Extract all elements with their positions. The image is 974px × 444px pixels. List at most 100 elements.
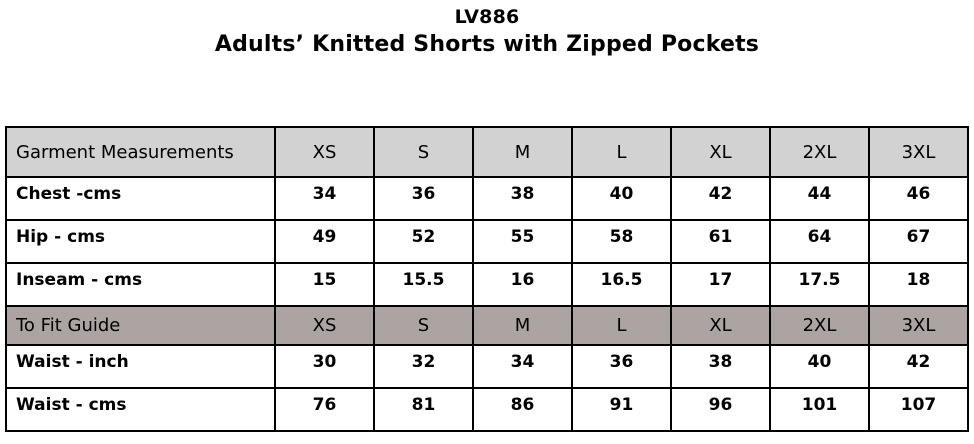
subheader-size-text: M [514, 315, 531, 336]
row-value-text: 15 [312, 270, 337, 290]
table-row: Inseam - cms 15 15.5 16 16.5 17 [5, 262, 969, 307]
row-value-cell: 16 [472, 262, 573, 307]
table-row: Waist - inch 30 32 34 36 38 40 [5, 344, 969, 389]
row-value-cell: 91 [571, 387, 672, 432]
row-label-cell: Waist - cms [5, 387, 276, 432]
row-label-text: Hip - cms [16, 227, 106, 247]
row-value-cell: 76 [274, 387, 375, 432]
row-value-text: 36 [411, 184, 436, 204]
row-label-text: Inseam - cms [16, 270, 143, 290]
row-value-cell: 30 [274, 344, 375, 389]
row-value-text: 86 [510, 395, 535, 415]
row-value-text: 40 [609, 184, 634, 204]
row-value-cell: 40 [769, 344, 870, 389]
row-value-text: 18 [906, 270, 931, 290]
row-value-cell: 96 [670, 387, 771, 432]
row-value-cell: 15.5 [373, 262, 474, 307]
row-label-text: Chest -cms [16, 184, 122, 204]
header-size-text: XL [709, 141, 732, 163]
row-label-text: Waist - inch [16, 352, 129, 372]
header-size-text: 3XL [901, 141, 936, 163]
row-value-text: 15.5 [402, 270, 445, 290]
table-row: Hip - cms 49 52 55 58 61 64 [5, 219, 969, 264]
row-value-cell: 40 [571, 176, 672, 221]
row-value-cell: 61 [670, 219, 771, 264]
subheader-cell-size-3xl: 3XL [868, 305, 969, 346]
header-cell-size-3xl: 3XL [868, 126, 969, 178]
header-cell-size-m: M [472, 126, 573, 178]
row-value-cell: 49 [274, 219, 375, 264]
row-value-cell: 15 [274, 262, 375, 307]
row-label-cell: Inseam - cms [5, 262, 276, 307]
row-value-cell: 34 [472, 344, 573, 389]
row-value-text: 64 [807, 227, 832, 247]
row-value-text: 58 [609, 227, 634, 247]
row-value-cell: 17 [670, 262, 771, 307]
row-value-text: 49 [312, 227, 337, 247]
row-value-text: 40 [807, 352, 832, 372]
row-value-cell: 58 [571, 219, 672, 264]
row-value-cell: 38 [472, 176, 573, 221]
row-label-text: Waist - cms [16, 395, 127, 415]
header-cell-size-s: S [373, 126, 474, 178]
row-value-text: 38 [510, 184, 535, 204]
subheader-cell-size-s: S [373, 305, 474, 346]
header-label-text: Garment Measurements [16, 141, 234, 163]
subheader-size-text: 2XL [802, 315, 837, 336]
row-value-text: 16 [510, 270, 535, 290]
row-value-text: 52 [411, 227, 436, 247]
header-cell-size-2xl: 2XL [769, 126, 870, 178]
subheader-size-text: 3XL [901, 315, 936, 336]
table-subheader-row: To Fit Guide XS S M L XL 2XL [5, 305, 969, 346]
row-value-cell: 101 [769, 387, 870, 432]
row-value-text: 32 [411, 352, 436, 372]
row-value-text: 34 [510, 352, 535, 372]
row-value-text: 81 [411, 395, 436, 415]
row-value-text: 101 [801, 395, 838, 415]
header-cell-label: Garment Measurements [5, 126, 276, 178]
row-value-text: 34 [312, 184, 337, 204]
row-value-cell: 55 [472, 219, 573, 264]
header-cell-size-xs: XS [274, 126, 375, 178]
row-label-cell: Waist - inch [5, 344, 276, 389]
row-value-cell: 52 [373, 219, 474, 264]
size-chart-container: Garment Measurements XS S M L XL [5, 126, 969, 432]
row-value-text: 67 [906, 227, 931, 247]
row-value-text: 30 [312, 352, 337, 372]
row-value-cell: 42 [670, 176, 771, 221]
product-code: LV886 [454, 6, 520, 28]
subheader-cell-size-xl: XL [670, 305, 771, 346]
header-size-text: S [417, 141, 430, 163]
row-value-text: 76 [312, 395, 337, 415]
header-cell-size-xl: XL [670, 126, 771, 178]
subheader-label-text: To Fit Guide [16, 315, 121, 336]
subheader-cell-size-m: M [472, 305, 573, 346]
subheader-size-text: XL [709, 315, 732, 336]
subheader-size-text: L [616, 315, 627, 336]
row-value-cell: 67 [868, 219, 969, 264]
row-value-cell: 34 [274, 176, 375, 221]
table-header-row: Garment Measurements XS S M L XL [5, 126, 969, 178]
header-size-text: 2XL [802, 141, 837, 163]
row-label-cell: Hip - cms [5, 219, 276, 264]
subheader-cell-size-xs: XS [274, 305, 375, 346]
subheader-cell-label: To Fit Guide [5, 305, 276, 346]
row-value-text: 42 [708, 184, 733, 204]
row-value-cell: 81 [373, 387, 474, 432]
row-value-cell: 32 [373, 344, 474, 389]
header-size-text: L [616, 141, 627, 163]
row-value-cell: 18 [868, 262, 969, 307]
row-value-text: 46 [906, 184, 931, 204]
row-value-cell: 17.5 [769, 262, 870, 307]
row-value-text: 17 [708, 270, 733, 290]
row-value-cell: 16.5 [571, 262, 672, 307]
row-value-text: 55 [510, 227, 535, 247]
row-value-cell: 38 [670, 344, 771, 389]
table-row: Waist - cms 76 81 86 91 96 101 [5, 387, 969, 432]
subheader-size-text: XS [312, 315, 337, 336]
row-value-text: 107 [900, 395, 937, 415]
header-size-text: XS [312, 141, 337, 163]
header-size-text: M [514, 141, 531, 163]
subheader-cell-size-l: L [571, 305, 672, 346]
subheader-cell-size-2xl: 2XL [769, 305, 870, 346]
